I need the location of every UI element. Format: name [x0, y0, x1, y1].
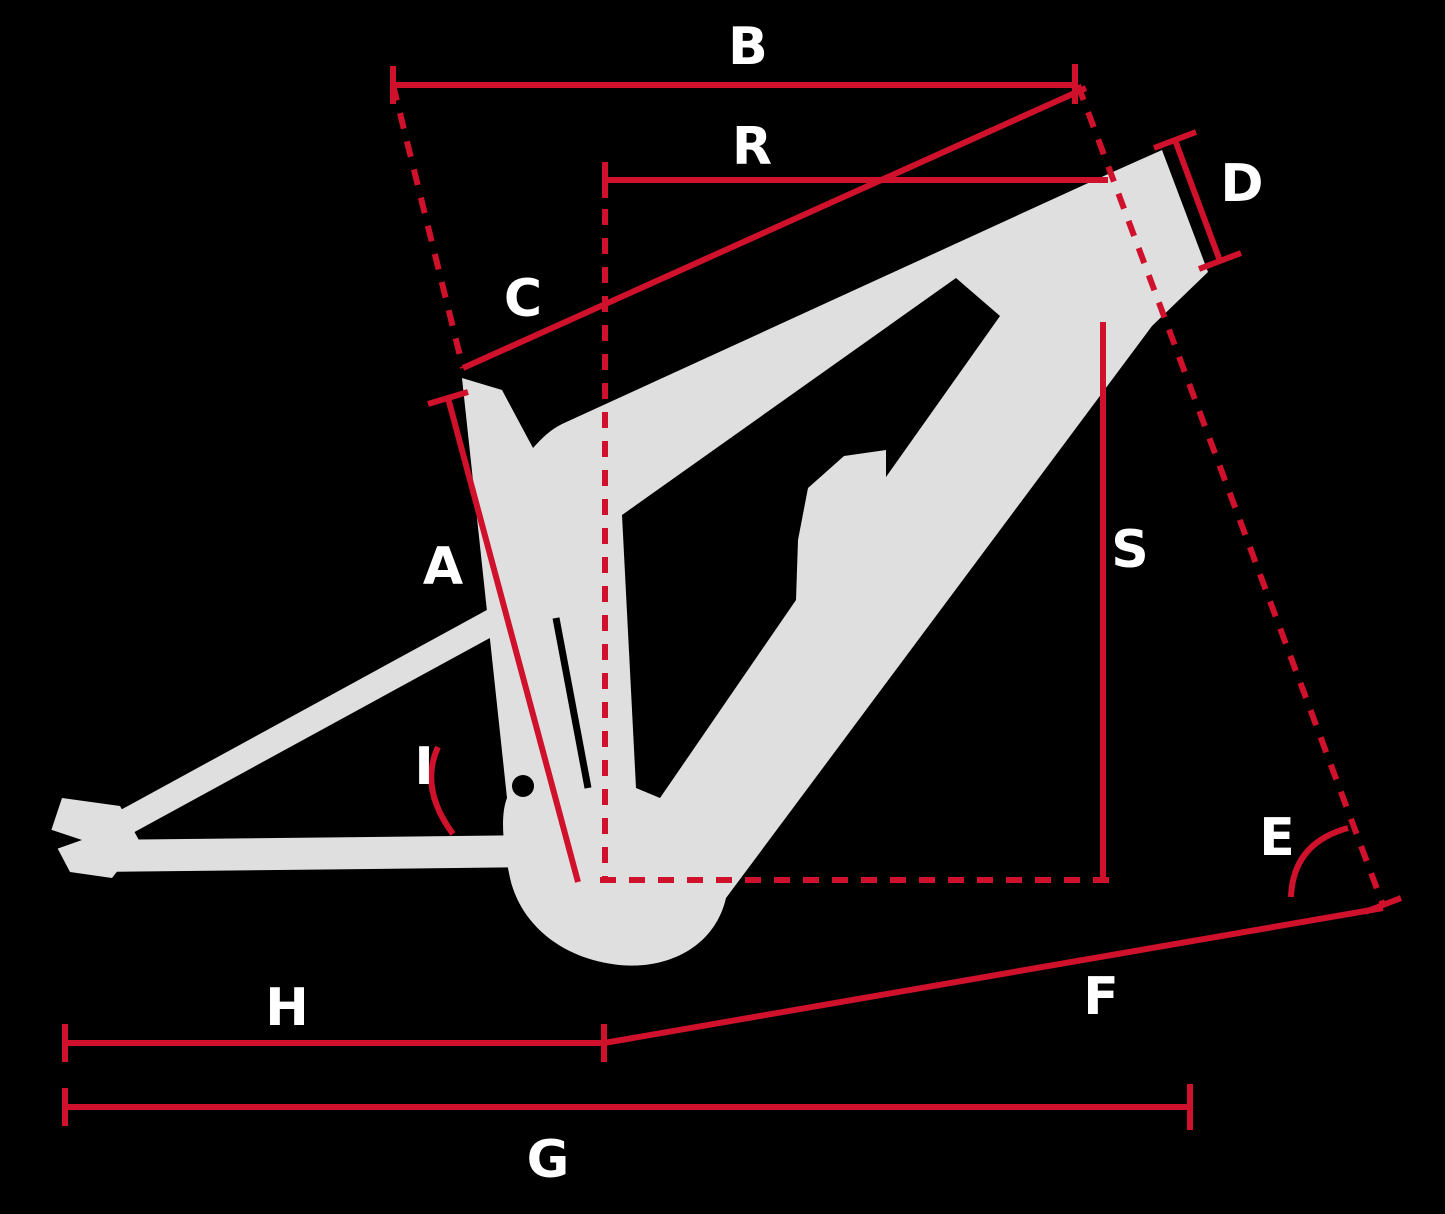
- dimension-label-s: S: [1111, 520, 1148, 580]
- front-axle-tick: [1363, 895, 1403, 915]
- dim-tick-a: [427, 389, 469, 407]
- tube-separator: [552, 617, 592, 789]
- dim-line-d: [1172, 138, 1223, 263]
- chain-stay: [79, 835, 564, 872]
- dimension-label-i: I: [414, 737, 433, 797]
- dim-tick-d-top: [1152, 129, 1198, 151]
- frame-triangle-cutout: [622, 278, 1000, 798]
- dimension-label-c: C: [504, 269, 542, 329]
- dim-line-c: [461, 85, 1088, 371]
- frame-silhouette: [462, 150, 1208, 966]
- bike-frame: [46, 150, 1208, 966]
- dimension-label-f: F: [1083, 967, 1119, 1027]
- dimension-lines: [62, 64, 1403, 1130]
- rear-dropout: [50, 798, 140, 878]
- dimension-label-e: E: [1259, 808, 1295, 868]
- dimension-label-b: B: [728, 17, 768, 77]
- pivot-dot: [512, 775, 534, 797]
- dim-line-f: [603, 905, 1384, 1046]
- dimension-label-h: H: [265, 978, 309, 1038]
- seat-angle-arc-i: [428, 745, 456, 836]
- rocker-link: [508, 556, 614, 630]
- dropout-slot: [46, 828, 82, 852]
- seat-tube-axis-dashed: [390, 84, 466, 369]
- dim-tick-d-bottom: [1197, 250, 1243, 272]
- dimension-label-d: D: [1220, 154, 1263, 214]
- dimension-labels: B R C D A S I E F H G: [265, 17, 1295, 1190]
- head-angle-arc-e: [1288, 825, 1349, 898]
- shock-absorber: [560, 582, 620, 808]
- dimension-label-a: A: [423, 537, 463, 597]
- reference-lines: [390, 83, 1386, 907]
- seat-stay: [87, 573, 571, 849]
- dim-line-a: [445, 397, 581, 883]
- dimension-label-r: R: [732, 117, 772, 177]
- dimension-label-g: G: [527, 1130, 570, 1190]
- head-tube-axis-dashed: [1075, 83, 1386, 907]
